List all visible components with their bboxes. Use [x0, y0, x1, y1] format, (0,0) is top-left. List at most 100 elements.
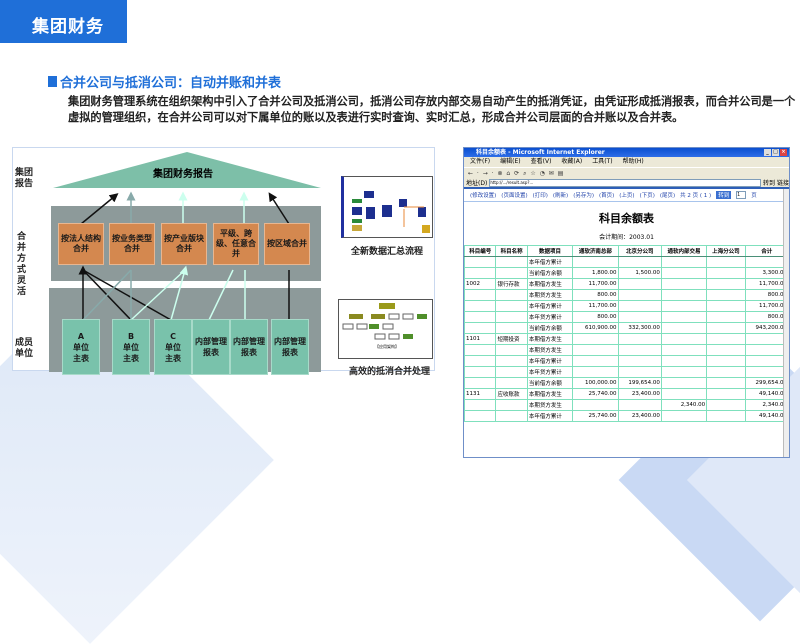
table-cell: 本年贷方累计 — [526, 366, 574, 378]
go-button[interactable]: 转到 — [762, 180, 775, 187]
table-cell — [495, 355, 528, 367]
nav-last[interactable]: (尾页) — [659, 193, 676, 199]
table-cell — [660, 289, 708, 301]
table-cell — [572, 333, 619, 345]
table-cell: 本年借方累计 — [526, 355, 574, 367]
back-forward-icons[interactable]: ← · → · ⊗ ⌂ ⟳ ⌕ ☆ ◔ ✉ ▤ — [468, 170, 565, 177]
thumbnail-label: 【应用架构】 — [375, 344, 399, 349]
table-cell — [495, 410, 528, 422]
table-cell — [706, 267, 746, 279]
table-cell: 本年借方累计 — [526, 410, 574, 422]
table-cell — [617, 366, 662, 378]
table-cell — [572, 355, 619, 367]
unit-box: A 单位 主表 — [62, 319, 100, 375]
roof-label: 集团财务报告 — [153, 169, 213, 180]
goto-button[interactable]: 转到 — [716, 191, 732, 199]
table-cell — [706, 322, 746, 334]
table-cell — [706, 278, 746, 290]
section-title-text: 合并公司与抵消公司：自动并账和并表 — [60, 76, 282, 91]
nav-save-as[interactable]: (另存为) — [573, 193, 594, 199]
vertical-scrollbar[interactable] — [783, 189, 789, 457]
table-cell — [660, 311, 708, 323]
table-cell — [706, 300, 746, 312]
unit-box: 内部管理报表 — [271, 319, 309, 375]
consolidation-diagram: 集团报告 合并方式灵活 成员单位 集团财务报告 按法人结构合并 按业务类型合并 … — [12, 147, 435, 377]
table-cell: 11,700.00 — [572, 300, 619, 312]
nav-print[interactable]: (打印) — [532, 193, 548, 199]
table-cell: 49,140.00 — [744, 388, 789, 400]
table-cell — [744, 355, 789, 367]
nav-page-setup[interactable]: (页面设置) — [501, 193, 528, 199]
table-cell — [617, 399, 662, 411]
table-cell — [572, 344, 619, 356]
table-cell — [617, 311, 662, 323]
table-row: 本年贷方累计 — [464, 366, 789, 378]
links-button[interactable]: 链接 — [776, 180, 789, 187]
table-cell: 49,140.00 — [744, 410, 789, 422]
table-cell — [744, 344, 789, 356]
nav-first[interactable]: (首页) — [598, 193, 615, 199]
table-cell — [660, 300, 708, 312]
maximize-button[interactable]: □ — [772, 149, 779, 156]
table-cell — [495, 399, 528, 411]
arrows — [78, 191, 290, 321]
table-cell — [744, 256, 789, 268]
nav-settings[interactable]: (修改设置) — [470, 193, 497, 199]
table-cell — [495, 366, 528, 378]
method-box: 按法人结构合并 — [58, 223, 104, 265]
method-box: 平级、跨级、任意合并 — [213, 223, 259, 265]
menu-help[interactable]: 帮助(H) — [622, 158, 644, 165]
table-cell: 本期借方发生 — [526, 278, 574, 290]
table-cell — [660, 410, 708, 422]
balance-table: 科目编号科目名称数据项目通软济南总部北京分公司通软内部交易上海分公司合计 本年借… — [464, 245, 789, 422]
flowchart-icon — [352, 191, 430, 233]
address-input[interactable] — [489, 178, 761, 187]
table-cell — [495, 300, 528, 312]
table-row: 本年借方累计 — [464, 355, 789, 367]
page-input[interactable] — [736, 191, 747, 199]
table-cell — [706, 311, 746, 323]
nav-next[interactable]: (下页) — [639, 193, 655, 199]
table-cell: 1002 — [464, 278, 497, 290]
data-flow-thumbnail — [341, 176, 433, 238]
table-cell: 199,654.00 — [617, 377, 662, 389]
column-header: 通软济南总部 — [572, 245, 619, 257]
menu-view[interactable]: 查看(V) — [530, 158, 552, 165]
table-cell — [660, 366, 708, 378]
table-cell: 短期投资 — [495, 333, 528, 345]
address-bar: 地址(D) 转到 链接 — [464, 178, 789, 189]
table-cell — [572, 366, 619, 378]
table-cell — [464, 366, 497, 378]
method-box: 按业务类型合并 — [109, 223, 155, 265]
table-row: 本年借方累计 — [464, 256, 789, 268]
row-label: 合并方式灵活 — [17, 232, 27, 297]
table-cell: 银行存款 — [495, 278, 528, 290]
column-header: 科目名称 — [495, 245, 528, 257]
ie-window: 科目余额表 - Microsoft Internet Explorer _□× … — [463, 147, 790, 458]
table-cell: 100,000.00 — [572, 377, 619, 389]
address-label: 地址(D) — [466, 180, 488, 187]
table-cell: 本期借方发生 — [526, 333, 574, 345]
unit-box: 内部管理报表 — [230, 319, 268, 375]
table-cell: 本期贷方发生 — [526, 289, 574, 301]
section-body: 集团财务管理系统在组织架构中引入了合并公司及抵消公司，抵消公司存放内部交易自动产… — [68, 95, 796, 124]
nav-refresh[interactable]: (刷新) — [552, 193, 569, 199]
menu-file[interactable]: 文件(F) — [470, 158, 491, 165]
table-cell — [660, 322, 708, 334]
menu-favorites[interactable]: 收藏(A) — [561, 158, 583, 165]
menu-tools[interactable]: 工具(T) — [592, 158, 613, 165]
menu-edit[interactable]: 编辑(E) — [500, 158, 521, 165]
table-cell: 25,740.00 — [572, 388, 619, 400]
table-cell — [464, 267, 497, 279]
close-button[interactable]: × — [780, 149, 787, 156]
nav-prev[interactable]: (上页) — [619, 193, 635, 199]
minimize-button[interactable]: _ — [764, 149, 771, 156]
table-cell: 当前借方余额 — [526, 322, 574, 334]
table-cell: 本期借方发生 — [526, 388, 574, 400]
table-cell — [464, 311, 497, 323]
table-cell — [617, 289, 662, 301]
table-cell — [495, 256, 528, 268]
